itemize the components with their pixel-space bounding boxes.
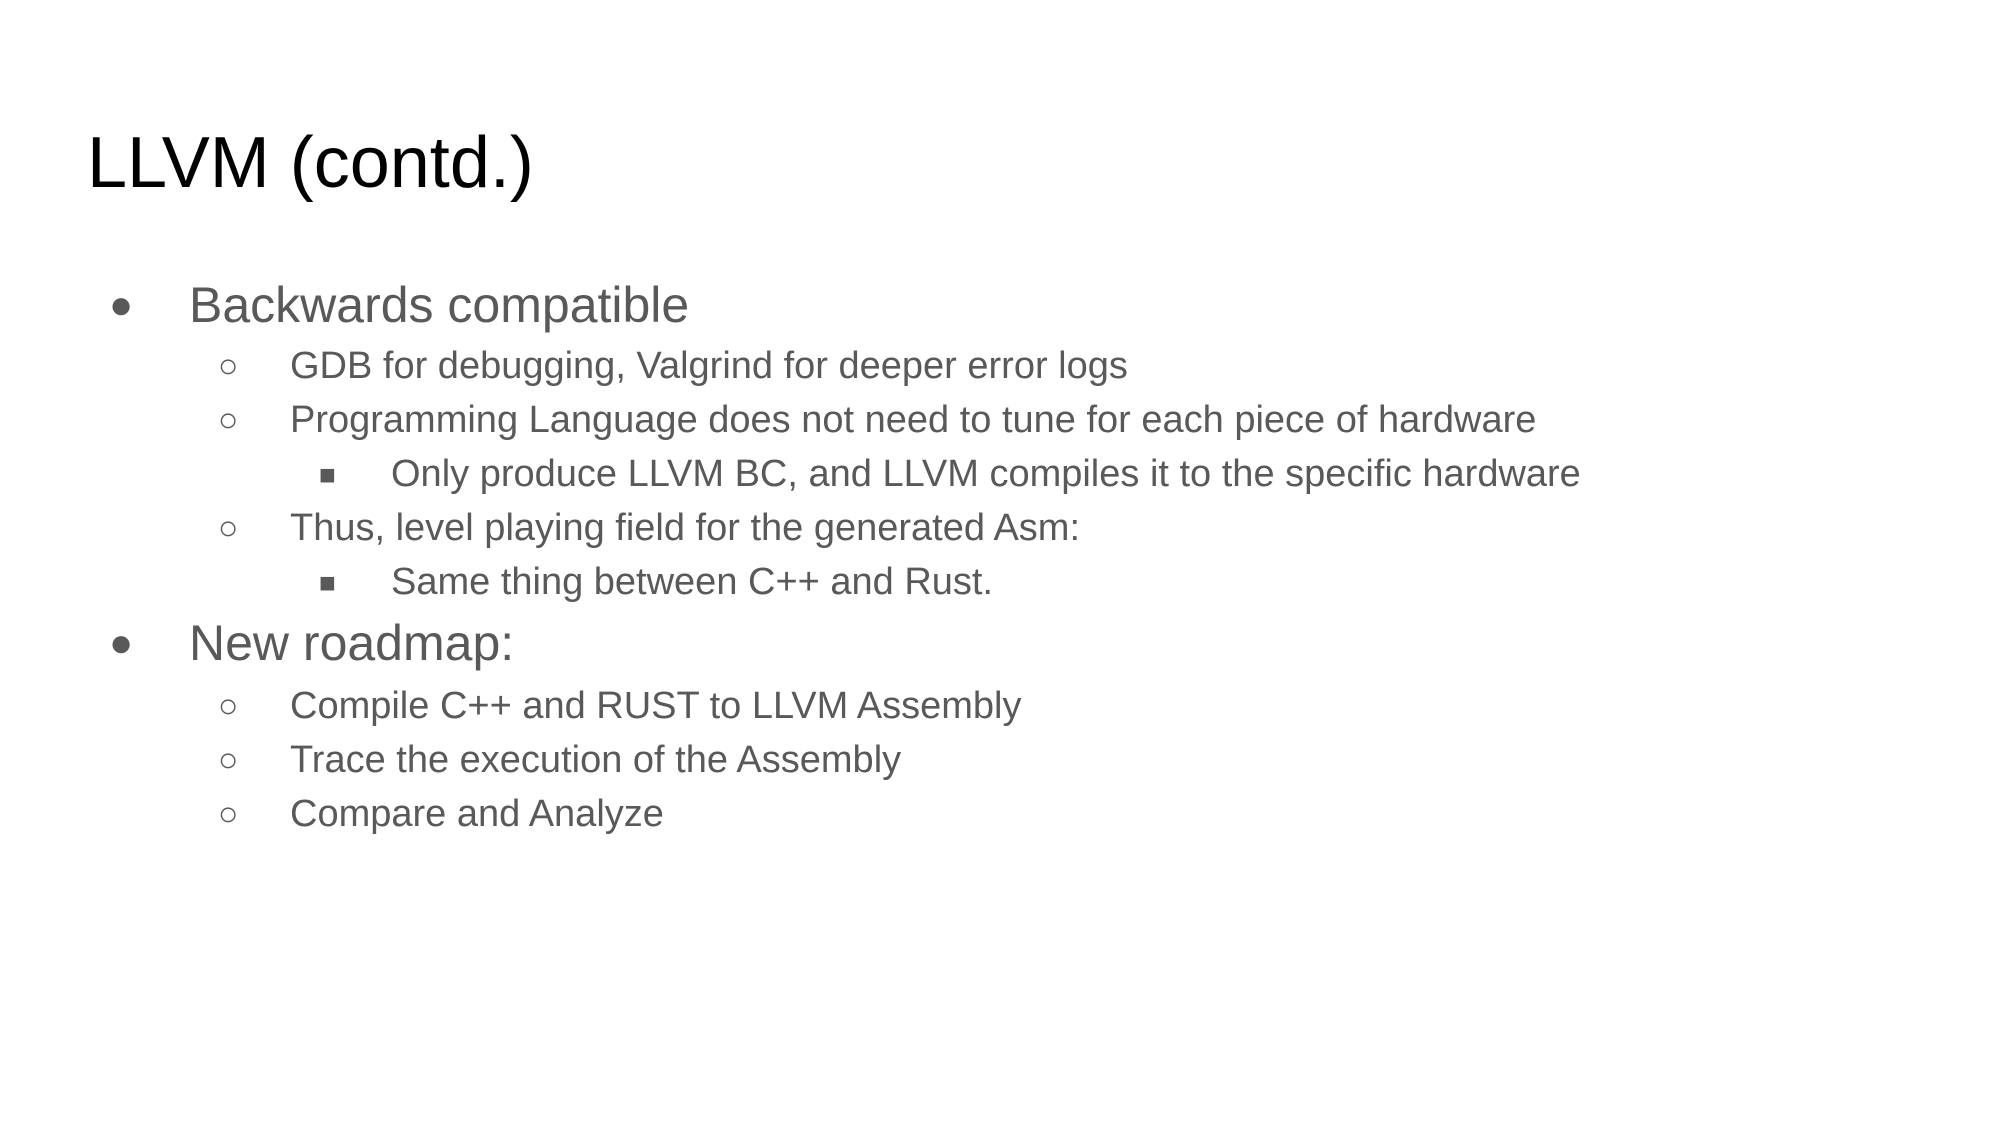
square-bullet-icon: ■ — [319, 567, 336, 598]
list-item-text: New roadmap: — [189, 615, 515, 671]
list-item-text: Compare and Analyze — [290, 793, 664, 835]
slide-title: LLVM (contd.) — [87, 123, 534, 203]
list-item-text: Backwards compatible — [189, 277, 690, 333]
list-item: ○ Thus, level playing field for the gene… — [218, 505, 1081, 551]
list-item-text: Only produce LLVM BC, and LLVM compiles … — [391, 453, 1581, 495]
list-item: ■ Same thing between C++ and Rust. — [319, 559, 994, 605]
hollow-circle-bullet-icon: ○ — [218, 687, 239, 725]
square-bullet-icon: ■ — [319, 459, 336, 490]
list-item: ● New roadmap: — [109, 613, 515, 673]
hollow-circle-bullet-icon: ○ — [218, 347, 239, 385]
list-item-text: GDB for debugging, Valgrind for deeper e… — [290, 345, 1128, 387]
list-item: ○ GDB for debugging, Valgrind for deeper… — [218, 343, 1128, 389]
list-item-text: Thus, level playing field for the genera… — [290, 507, 1081, 549]
hollow-circle-bullet-icon: ○ — [218, 509, 239, 547]
hollow-circle-bullet-icon: ○ — [218, 741, 239, 779]
hollow-circle-bullet-icon: ○ — [218, 795, 239, 833]
filled-circle-bullet-icon: ● — [109, 621, 134, 665]
list-item: ○ Trace the execution of the Assembly — [218, 737, 902, 783]
list-item-text: Programming Language does not need to tu… — [290, 399, 1537, 441]
list-item: ● Backwards compatible — [109, 275, 690, 335]
list-item-text: Compile C++ and RUST to LLVM Assembly — [290, 685, 1022, 727]
list-item-text: Same thing between C++ and Rust. — [391, 561, 994, 603]
list-item: ○ Programming Language does not need to … — [218, 397, 1537, 443]
filled-circle-bullet-icon: ● — [109, 283, 134, 327]
list-item-text: Trace the execution of the Assembly — [290, 739, 902, 781]
hollow-circle-bullet-icon: ○ — [218, 401, 239, 439]
list-item: ○ Compile C++ and RUST to LLVM Assembly — [218, 683, 1022, 729]
list-item: ○ Compare and Analyze — [218, 791, 664, 837]
list-item: ■ Only produce LLVM BC, and LLVM compile… — [319, 451, 1581, 497]
